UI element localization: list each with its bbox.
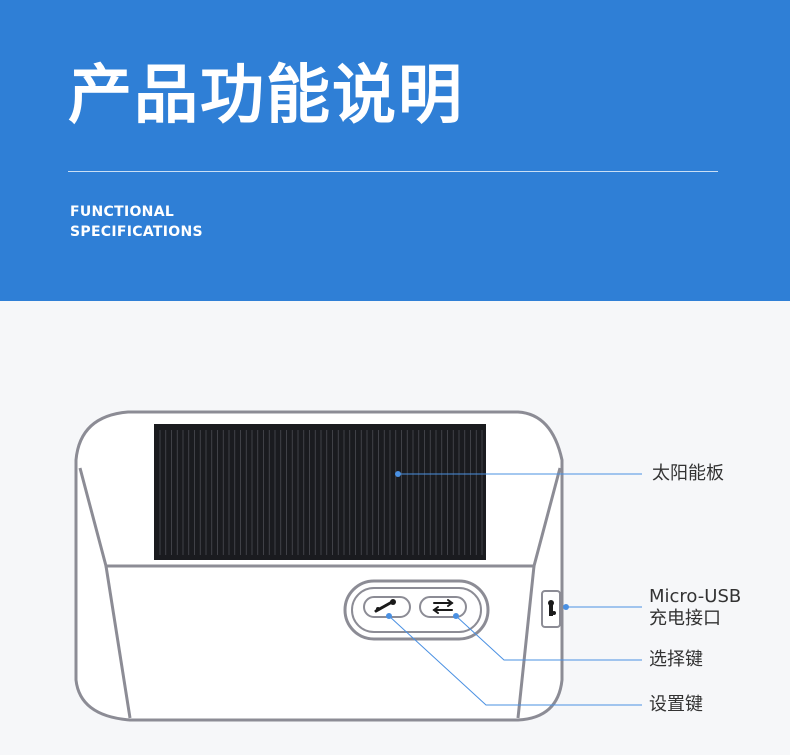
callout-lines bbox=[388, 473, 642, 706]
wrench-icon bbox=[374, 599, 396, 613]
select-button[interactable] bbox=[419, 596, 467, 618]
callout-dots bbox=[386, 471, 569, 619]
page-subtitle: FUNCTIONAL SPECIFICATIONS bbox=[70, 202, 203, 242]
device-right-edge bbox=[516, 565, 536, 719]
settings-key-label: 设置键 bbox=[649, 694, 703, 715]
callout-line-select bbox=[455, 615, 642, 661]
micro-usb-label-line-2: 充电接口 bbox=[649, 608, 721, 629]
usb-icon bbox=[548, 600, 556, 616]
callout-line-settings bbox=[388, 615, 642, 706]
device-top-bevel bbox=[78, 467, 562, 568]
device-left-edge bbox=[104, 565, 132, 719]
header-divider bbox=[68, 171, 718, 172]
select-key-label: 选择键 bbox=[649, 649, 703, 670]
solar-panel-label: 太阳能板 bbox=[652, 463, 724, 484]
micro-usb-label-line-1: Micro-USB bbox=[649, 586, 742, 607]
subtitle-line-2: SPECIFICATIONS bbox=[70, 224, 203, 240]
switch-arrows-icon bbox=[432, 599, 454, 614]
page-title: 产品功能说明 bbox=[68, 59, 464, 133]
solar-panel-cells bbox=[159, 430, 483, 555]
header-banner: 产品功能说明 FUNCTIONAL SPECIFICATIONS bbox=[0, 0, 790, 301]
solar-panel bbox=[154, 424, 486, 560]
subtitle-line-1: FUNCTIONAL bbox=[70, 204, 175, 220]
